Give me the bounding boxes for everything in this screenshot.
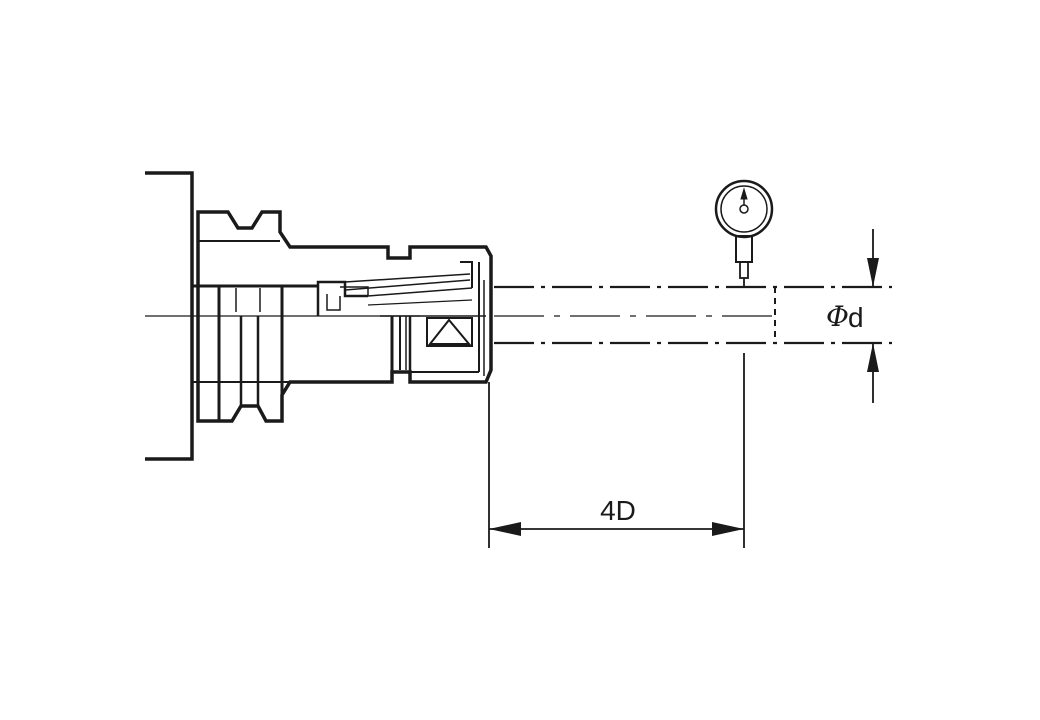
collet-top-taper-2 — [344, 279, 471, 291]
diameter-letter: d — [848, 302, 864, 333]
arrow-diameter-up — [867, 343, 879, 372]
holder-body — [196, 210, 493, 423]
diameter-symbol: Φ — [826, 300, 849, 333]
collet-inner-taper — [367, 287, 473, 297]
length-label: 4D — [600, 495, 636, 526]
dial-indicator-icon — [714, 179, 774, 287]
arrow-4d-right — [712, 522, 744, 536]
arrow-4d-left — [489, 522, 521, 536]
arrow-diameter-down — [867, 258, 879, 287]
wrench-triangle — [427, 318, 472, 345]
collet-inner-taper-2 — [367, 299, 473, 306]
wrench-flat — [426, 317, 473, 347]
collet-top-taper — [344, 273, 471, 283]
collet-cap-2 — [340, 286, 369, 296]
inner-bore-step — [326, 294, 341, 311]
collet-cap — [460, 261, 473, 288]
